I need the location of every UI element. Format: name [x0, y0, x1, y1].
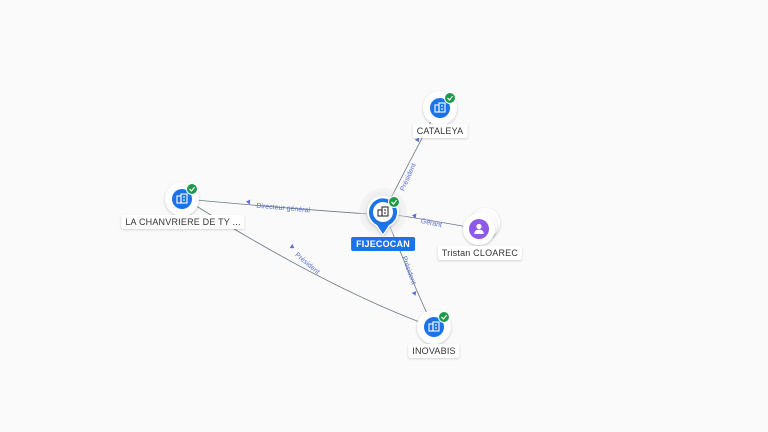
edge-chanvriere-center[interactable]: Directeur général: [184, 198, 384, 216]
building-icon: [377, 206, 389, 217]
edge-label-gerant: Gérant: [420, 218, 442, 229]
node-tristan[interactable]: [463, 208, 500, 245]
edge-label-president-inovabis: Président: [400, 255, 417, 285]
check-badge-icon: [438, 311, 450, 323]
node-cataleya[interactable]: [423, 91, 457, 125]
node-label-cataleya[interactable]: CATALEYA: [412, 124, 468, 138]
check-badge-icon: [444, 92, 456, 104]
edge-label-president-chanvriere: Président: [293, 252, 320, 276]
node-label-tristan[interactable]: Tristan CLOAREC: [437, 246, 523, 260]
building-icon: [176, 193, 188, 204]
node-chanvriere[interactable]: [165, 182, 199, 216]
check-badge-icon: [388, 196, 400, 208]
node-label-inovabis[interactable]: INOVABIS: [408, 344, 460, 358]
node-label-fijecocan[interactable]: FIJECOCAN: [351, 237, 415, 251]
building-icon: [428, 321, 440, 332]
edge-label-president-cataleya: Président: [399, 162, 417, 192]
person-icon: [474, 223, 484, 234]
node-inovabis[interactable]: [417, 310, 451, 344]
node-label-chanvriere[interactable]: LA CHANVRIERE DE TY ...: [121, 215, 245, 229]
building-icon: [434, 102, 446, 113]
check-badge-icon: [186, 183, 198, 195]
node-fijecocan[interactable]: [359, 188, 407, 236]
edge-label-directeur-general: Directeur général: [256, 203, 311, 215]
